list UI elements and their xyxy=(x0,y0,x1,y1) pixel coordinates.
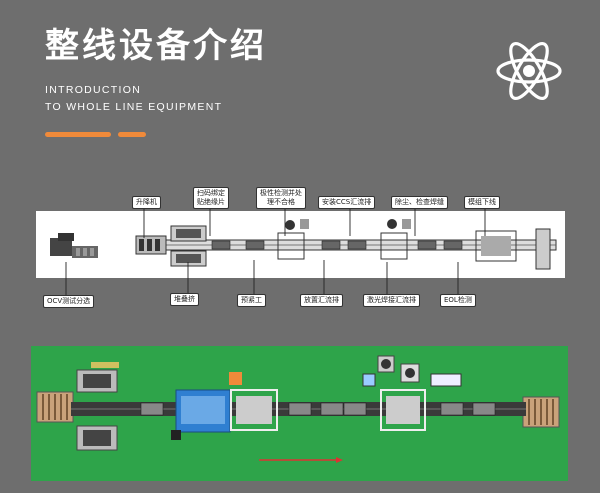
label-ocv: OCV测试分选 xyxy=(43,295,95,308)
label-polarity: 极性检测并处 理不合格 xyxy=(256,187,306,209)
unload-station xyxy=(475,228,551,270)
accent-bar-long xyxy=(45,132,111,137)
label-dust: 除尘、检查焊缝 xyxy=(391,196,448,209)
accent-bar-short xyxy=(118,132,146,137)
label-scan-line2: 贴绝缘片 xyxy=(197,198,225,206)
layout-3d-panel xyxy=(31,346,568,481)
label-polarity-line1: 极性检测并处 xyxy=(260,189,302,197)
laser-station xyxy=(380,219,411,260)
flow-arrow xyxy=(259,457,343,463)
pallets xyxy=(211,240,463,250)
layout-pallets xyxy=(140,402,496,416)
label-stack: 堆叠挤 xyxy=(170,293,199,306)
blue-station xyxy=(171,389,231,440)
right-roller-unit xyxy=(522,396,560,428)
label-ccs: 安装CCS汇流排 xyxy=(318,196,376,209)
label-scan: 扫码绑定 贴绝缘片 xyxy=(193,187,229,209)
polarity-station xyxy=(277,219,309,260)
atom-icon xyxy=(494,36,564,106)
label-eol: EOL检测 xyxy=(440,294,476,307)
ocv-machine xyxy=(50,233,98,258)
label-lift: 升降机 xyxy=(132,196,161,209)
label-pretight: 预紧工 xyxy=(237,294,266,307)
stack-station xyxy=(170,225,207,267)
laser-equipment xyxy=(362,355,462,387)
label-busbar: 放置汇流排 xyxy=(300,294,343,307)
page-title: 整线设备介绍 xyxy=(45,26,267,66)
line-diagram-panel xyxy=(36,211,565,278)
label-laser: 激光焊接汇流排 xyxy=(363,294,420,307)
stacker-station xyxy=(76,362,119,451)
label-unload: 模组下线 xyxy=(464,196,500,209)
white-frame-station xyxy=(230,389,426,431)
label-polarity-line2: 理不合格 xyxy=(267,198,295,206)
label-scan-line1: 扫码绑定 xyxy=(197,189,225,197)
subtitle-line-1: INTRODUCTION xyxy=(45,84,142,96)
left-roller-unit xyxy=(36,391,74,423)
subtitle-line-2: TO WHOLE LINE EQUIPMENT xyxy=(45,101,223,113)
orange-box xyxy=(229,372,242,385)
